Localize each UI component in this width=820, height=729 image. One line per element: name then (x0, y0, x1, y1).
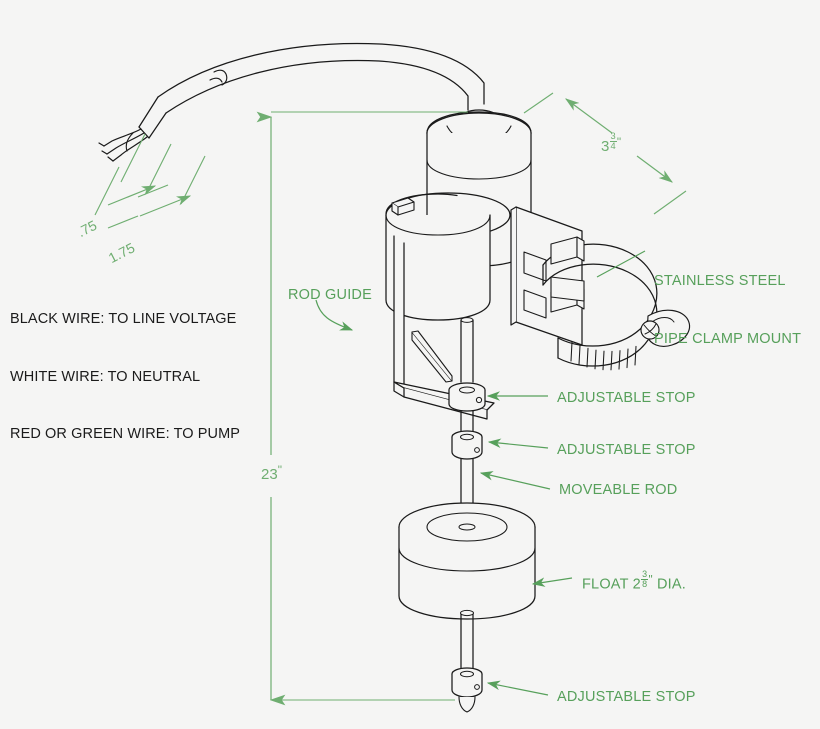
overall-height-unit: " (277, 463, 282, 477)
adjustable-stop-upper-part (448, 382, 486, 412)
adjustable-stop-middle-part (451, 430, 483, 460)
float-prefix: FLOAT (582, 576, 633, 593)
callout-adjustable-stop-lower: ADJUSTABLE STOP (557, 689, 696, 705)
clamp-width-unit: " (616, 134, 622, 149)
device-line-art (98, 42, 691, 713)
callout-stainless-steel-pipe-clamp-mount: STAINLESS STEEL PIPE CLAMP MOUNT (654, 234, 801, 387)
wire-legend-line-1: BLACK WIRE: TO LINE VOLTAGE (10, 311, 237, 328)
dimension-overall-height: 23" (261, 463, 282, 483)
clamp-width-numerator: 3 (609, 131, 617, 143)
leader-rod-guide (315, 299, 354, 331)
callout-clamp-line-2: PIPE CLAMP MOUNT (654, 330, 802, 347)
float-suffix: DIA. (652, 576, 686, 593)
callout-adjustable-stop-upper: ADJUSTABLE STOP (557, 390, 696, 406)
leader-stop-middle (487, 438, 549, 449)
float-body (398, 502, 536, 620)
mounting-plate (510, 206, 583, 346)
float-whole: 2 (632, 576, 641, 593)
hose-clamp (542, 236, 691, 371)
float-fraction-denominator: 8 (642, 578, 648, 589)
callout-leaders (315, 250, 646, 696)
leader-stop-lower (486, 680, 549, 696)
wire-legend-line-3: RED OR GREEN WIRE: TO PUMP (10, 426, 241, 442)
dimension-annotations (94, 92, 687, 706)
rod-and-stops (398, 317, 536, 713)
callout-adjustable-stop-middle: ADJUSTABLE STOP (557, 442, 696, 458)
wire-dimension-lines (94, 133, 206, 229)
callout-moveable-rod: MOVEABLE ROD (559, 482, 678, 498)
overall-height-whole: 23 (261, 466, 278, 484)
power-cable (98, 42, 485, 162)
clamp-width-dimension (523, 92, 687, 215)
clamp-width-whole: 3 (601, 137, 610, 155)
leader-moveable-rod (479, 471, 551, 490)
float-unit: " (648, 573, 653, 587)
float-fraction-numerator: 3 (641, 569, 649, 580)
wire-legend: BLACK WIRE: TO LINE VOLTAGE WHITE WIRE: … (10, 272, 240, 482)
wire-legend-line-2: WHITE WIRE: TO NEUTRAL (10, 368, 201, 385)
leader-float (531, 577, 573, 587)
leader-clamp (596, 250, 646, 278)
callout-rod-guide: ROD GUIDE (288, 287, 372, 303)
callout-clamp-line-1: STAINLESS STEEL (654, 273, 786, 290)
collar-ring (385, 192, 511, 321)
adjustable-stop-lower-part (451, 667, 483, 713)
overall-height-dimension (256, 111, 468, 706)
rod-guide-bracket (393, 235, 495, 420)
clamp-width-denominator: 4 (610, 141, 616, 152)
